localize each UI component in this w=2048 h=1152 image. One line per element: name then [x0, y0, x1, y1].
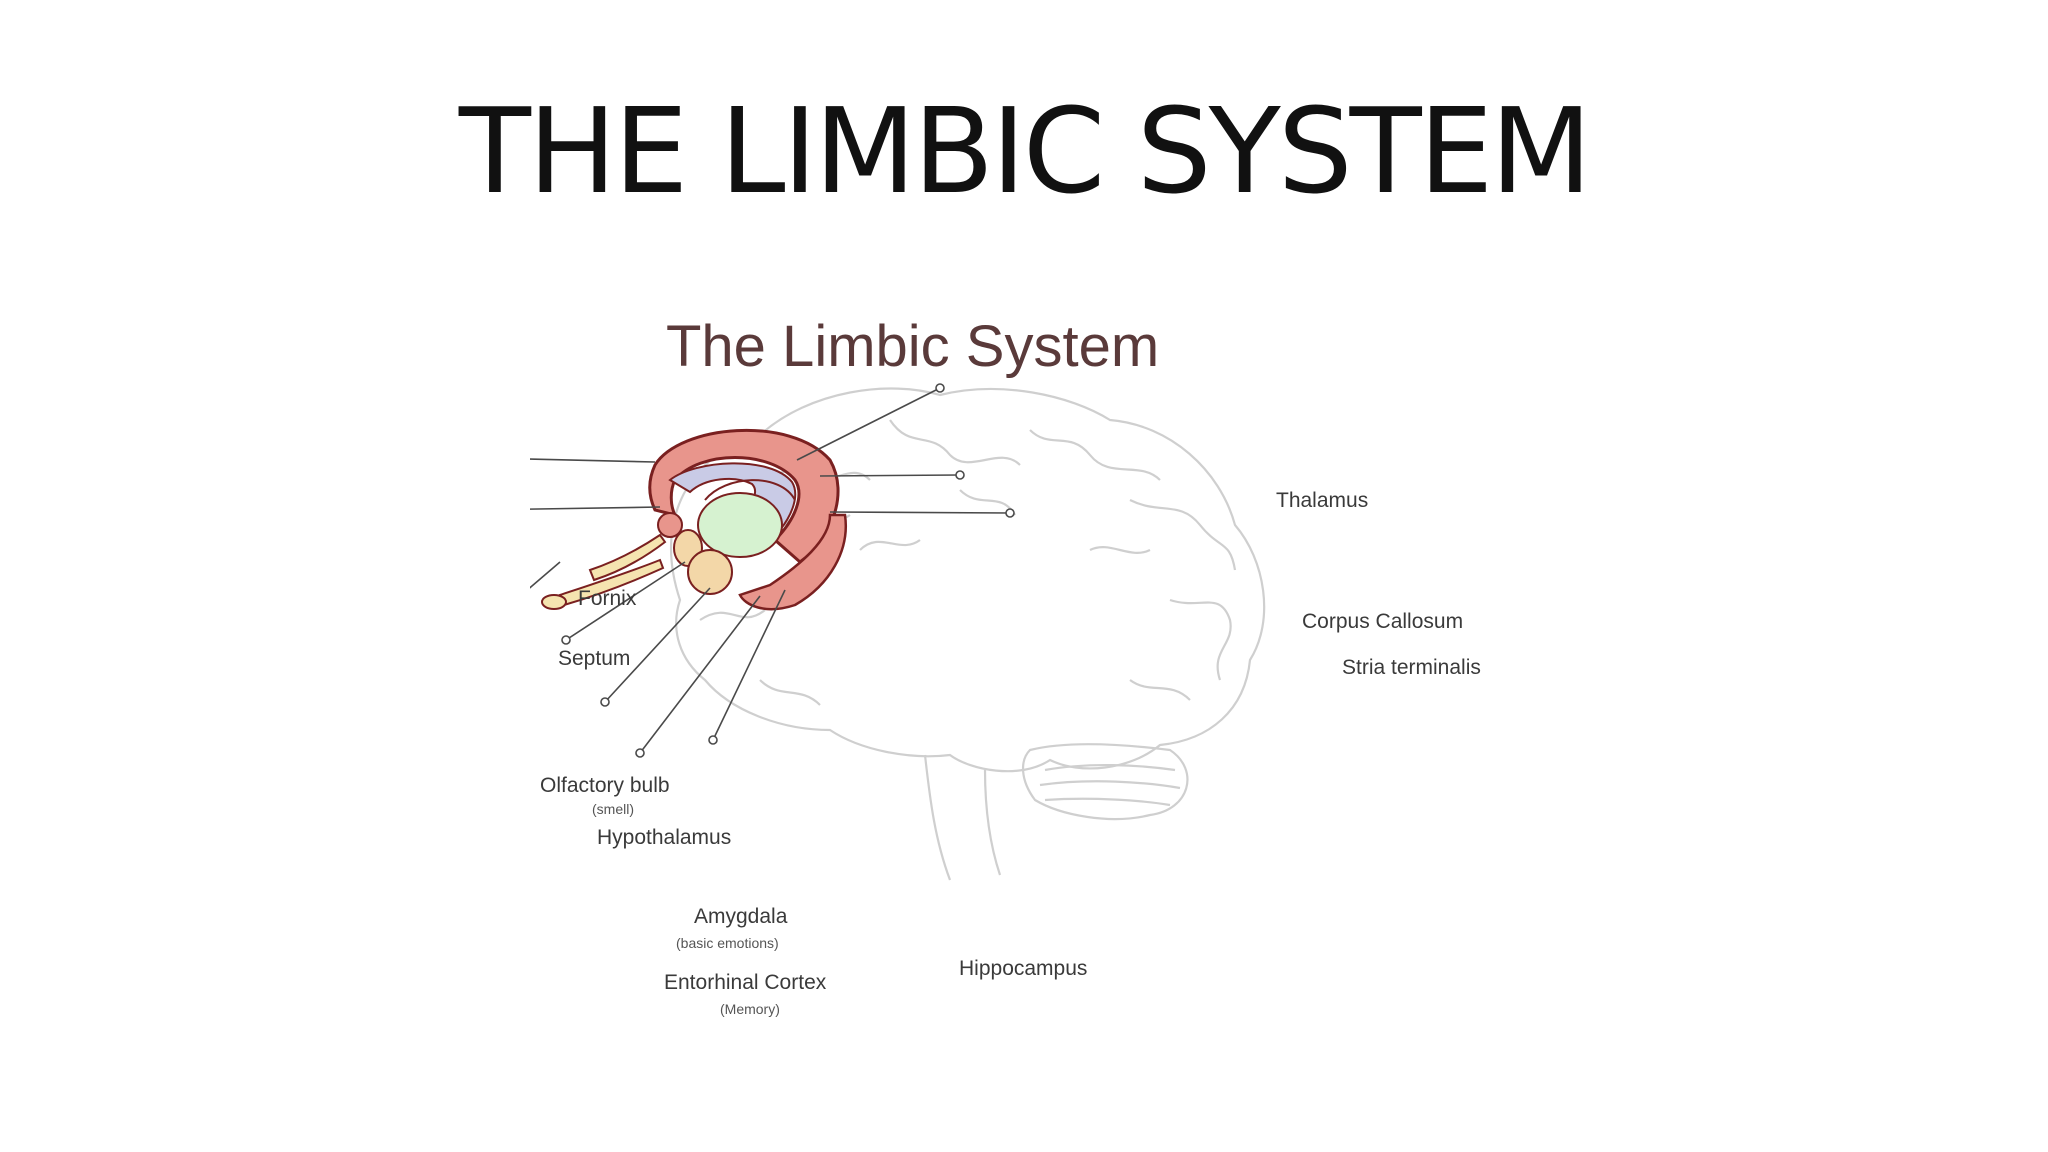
brain-outline	[670, 387, 1266, 881]
label-amygdala-note: (basic emotions)	[676, 935, 779, 951]
slide-title: THE LIMBIC SYSTEM	[458, 82, 1592, 220]
label-olfactory-bulb-note: (smell)	[592, 801, 634, 817]
label-entorhinal-cortex-note: (Memory)	[720, 1001, 780, 1017]
limbic-diagram	[530, 383, 1266, 881]
olfactory-tract	[541, 533, 667, 610]
label-septum: Septum	[558, 647, 631, 670]
limbic-system-figure: The Limbic System Thalamus Fornix Corpus…	[530, 300, 1515, 1152]
label-corpus-callosum: Corpus Callosum	[1302, 610, 1464, 633]
label-hippocampus: Hippocampus	[959, 957, 1088, 980]
cingulate-structure	[648, 428, 847, 611]
label-entorhinal-cortex: Entorhinal Cortex	[664, 971, 827, 994]
leader-points	[561, 383, 1015, 758]
label-olfactory-bulb: Olfactory bulb	[540, 774, 670, 797]
label-fornix: Fornix	[578, 587, 637, 610]
label-thalamus: Thalamus	[1276, 489, 1369, 512]
label-hypothalamus: Hypothalamus	[597, 826, 732, 849]
label-amygdala: Amygdala	[694, 905, 788, 928]
figure-title: The Limbic System	[666, 314, 1160, 379]
leader-lines	[530, 387, 1011, 754]
label-stria-terminalis: Stria terminalis	[1342, 656, 1481, 679]
